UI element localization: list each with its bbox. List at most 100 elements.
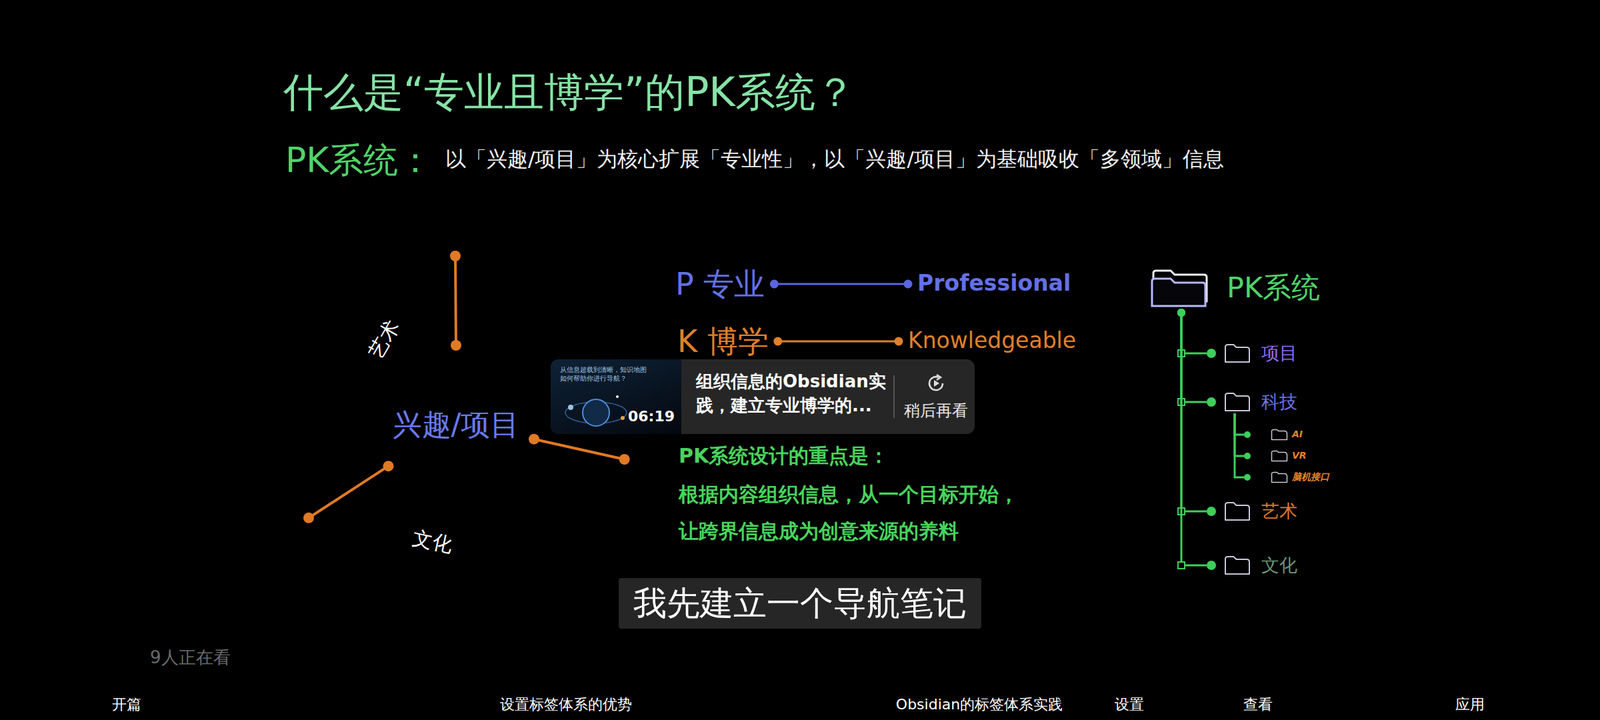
edge-group — [1234, 413, 1244, 456]
chapter-name: 查看 — [1243, 697, 1273, 712]
chapter-name: 设置 — [1114, 697, 1144, 712]
spoke-dot — [619, 454, 630, 465]
chapter-name: 设置标签体系的优势 — [500, 697, 632, 712]
leader-dot — [773, 337, 782, 346]
folder-node: PK系统 — [1150, 268, 1320, 308]
replay-icon — [925, 372, 947, 394]
telescope-icon-part — [472, 512, 530, 549]
leader-line — [778, 340, 899, 343]
folder-icon — [1224, 392, 1251, 412]
note-heading: PK系统设计的重点是： — [678, 446, 889, 466]
folder-node: VR — [1244, 450, 1307, 462]
spoke-line — [455, 256, 456, 346]
circle-node: 兴趣/项目 — [375, 344, 537, 506]
dot — [1244, 474, 1251, 481]
spoke-dot — [450, 340, 462, 351]
telescope-icon-part — [486, 537, 516, 568]
branch-dot — [1206, 560, 1216, 570]
hand-bottle-icon-part — [333, 426, 350, 444]
branch-dot — [1206, 348, 1216, 358]
viewer-icon — [120, 649, 142, 664]
term-leader — [773, 337, 903, 346]
sparkle-stars-part — [730, 16, 746, 33]
trunk-dot — [1177, 308, 1186, 317]
folder-label: AI — [1292, 429, 1303, 440]
folder-outline — [1272, 451, 1288, 462]
term-leader — [770, 280, 913, 289]
edge-group — [528, 434, 630, 465]
thumb-node: 从信息超载到清晰，知识地图如何帮助你进行导航？06:19 — [550, 359, 682, 434]
leader-line — [774, 283, 908, 286]
spoke-dot — [303, 512, 314, 524]
spoke-dot — [528, 434, 540, 445]
rover-icon-part — [530, 326, 541, 338]
folder-outline — [1225, 502, 1250, 520]
p-english: Professional — [917, 272, 1071, 294]
spoke-dot — [450, 250, 461, 262]
card-separator — [892, 359, 896, 434]
slide-title: 什么是“专业且博学”的PK系统？ — [283, 69, 856, 116]
circle-label: 兴趣/项目 — [392, 408, 520, 441]
sparkle-stars-part — [1280, 628, 1312, 661]
chapter-progress-bar-part — [253, 693, 1340, 717]
tree-connector — [1181, 309, 1207, 402]
card-node: 组织信息的Obsidian实践，建立专业博学的...稍后再看从信息超载到清晰，知… — [550, 359, 975, 434]
branch-dot — [1244, 474, 1251, 481]
dot — [1244, 452, 1251, 460]
folder-icon — [1224, 501, 1251, 522]
rover-icon-part — [503, 296, 514, 302]
tree-connector — [1181, 309, 1207, 354]
watch-later-label: 稍后再看 — [904, 402, 968, 420]
folder-label: PK系统 — [1226, 272, 1320, 304]
folder-icon — [1224, 555, 1251, 576]
tree-connector — [1181, 309, 1207, 512]
video-duration: 06:19 — [628, 408, 675, 425]
ring-sector-label: 文化 — [410, 526, 455, 556]
dot — [1206, 397, 1216, 407]
sparkle-stars-part — [201, 551, 231, 581]
telescope-icon-part — [518, 510, 532, 530]
hand-bottle-icon-part — [330, 401, 355, 418]
viewer-count: 9人正在看 — [150, 648, 231, 666]
folder-icon — [1224, 343, 1251, 364]
folder-icon — [1270, 450, 1288, 462]
root-folder-icon — [1150, 268, 1210, 308]
chapter-progress-bar-part — [0, 690, 916, 720]
hand-bottle-icon-part — [340, 366, 355, 375]
circle-stroke — [376, 345, 536, 504]
rover-icon-part — [500, 326, 512, 338]
folder-outline — [1272, 430, 1288, 440]
note-line: 根据内容组织信息，从一个目标开始， — [678, 484, 1019, 505]
folder-label: VR — [1292, 450, 1307, 461]
hand-bottle-icon — [329, 366, 359, 444]
folder-label: 脑机接口 — [1292, 472, 1330, 482]
folder-icon — [1270, 471, 1288, 484]
replay-head — [936, 374, 941, 380]
folder-icon — [1270, 428, 1288, 441]
planet — [582, 399, 610, 426]
dot — [1206, 506, 1216, 516]
folder-label: 科技 — [1261, 392, 1298, 412]
chapter-name: 开篇 — [112, 697, 142, 712]
subtitle-text: 以「兴趣/项目」为核心扩展「专业性」，以「兴趣/项目」为基础吸收「多领域」信息 — [445, 148, 1224, 170]
spoke-line — [308, 466, 389, 518]
folder-label: 艺术 — [1261, 501, 1298, 522]
rover-icon — [499, 296, 566, 338]
folder-node: AI — [1244, 428, 1303, 441]
tree-connector — [1234, 413, 1244, 435]
replay-arc — [929, 376, 943, 390]
folder-node: 项目 — [1206, 343, 1298, 364]
edge-group — [1234, 413, 1244, 435]
rover-icon-part — [540, 306, 562, 319]
viewer-icon-part — [124, 649, 132, 658]
note-line: 让跨界信息成为创意来源的养料 — [678, 521, 959, 542]
replay-play — [934, 380, 940, 387]
hand-bottle-icon-part — [329, 389, 359, 430]
rover-icon-part — [515, 326, 526, 338]
folder-label: 文化 — [1261, 555, 1298, 576]
trunk-dot — [1177, 308, 1186, 317]
branch-dot — [1206, 397, 1216, 407]
folder-outline — [1225, 344, 1250, 362]
edge-group — [303, 460, 394, 524]
